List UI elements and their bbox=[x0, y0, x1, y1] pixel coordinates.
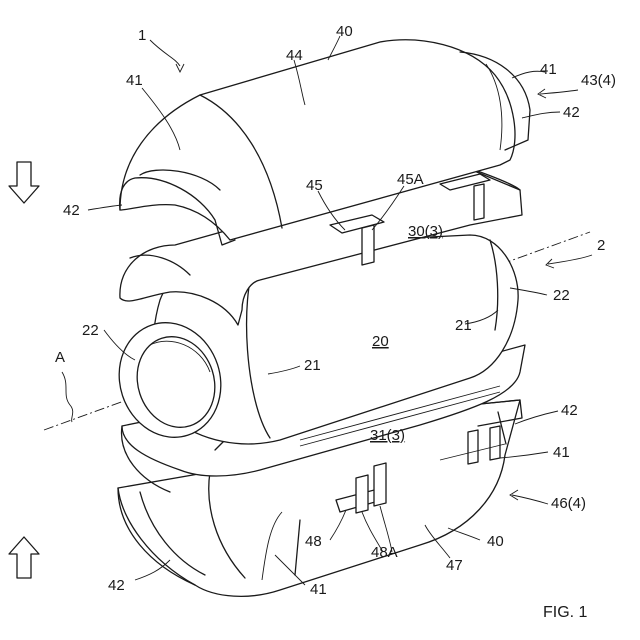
figure-caption: FIG. 1 bbox=[543, 604, 588, 621]
lower-hook-48A-2 bbox=[374, 463, 386, 506]
lower-hook-right-2 bbox=[490, 426, 500, 460]
label-46-4: 46(4) bbox=[551, 495, 586, 512]
label-41-top-right: 41 bbox=[540, 61, 557, 78]
label-41-top-left: 41 bbox=[126, 72, 143, 89]
leader-2 bbox=[548, 255, 592, 264]
label-45A: 45A bbox=[397, 171, 424, 188]
label-30-3: 30(3) bbox=[408, 223, 443, 240]
label-22-left: 22 bbox=[82, 322, 99, 339]
leader-1 bbox=[150, 40, 180, 66]
label-42-mid-right: 42 bbox=[561, 402, 578, 419]
label-22-right: 22 bbox=[553, 287, 570, 304]
label-31-3: 31(3) bbox=[370, 427, 405, 444]
leader-43 bbox=[540, 90, 578, 94]
label-20: 20 bbox=[372, 333, 389, 350]
label-21-right: 21 bbox=[455, 317, 472, 334]
label-1: 1 bbox=[138, 27, 146, 44]
label-41-mid-right: 41 bbox=[553, 444, 570, 461]
label-42-top-left: 42 bbox=[63, 202, 80, 219]
label-21-center: 21 bbox=[304, 357, 321, 374]
axis-leader bbox=[62, 372, 73, 422]
arrow-up-icon bbox=[9, 537, 39, 578]
label-2: 2 bbox=[597, 237, 605, 254]
label-47: 47 bbox=[446, 557, 463, 574]
label-42-top-right: 42 bbox=[563, 104, 580, 121]
label-40-top: 40 bbox=[336, 23, 353, 40]
label-45: 45 bbox=[306, 177, 323, 194]
label-42-bottom-left: 42 bbox=[108, 577, 125, 594]
label-A: A bbox=[55, 349, 65, 366]
label-40-bottom: 40 bbox=[487, 533, 504, 550]
label-48: 48 bbox=[305, 533, 322, 550]
arrow-down-icon bbox=[9, 162, 39, 203]
label-41-bottom: 41 bbox=[310, 581, 327, 598]
label-43-4: 43(4) bbox=[581, 72, 616, 89]
label-44: 44 bbox=[286, 47, 303, 64]
lower-hook-right-1 bbox=[468, 430, 478, 464]
upper-hook-right bbox=[474, 184, 484, 220]
label-48A: 48A bbox=[371, 544, 398, 561]
upper-hook-45A bbox=[362, 225, 374, 265]
lower-hook-48A-1 bbox=[356, 475, 368, 513]
